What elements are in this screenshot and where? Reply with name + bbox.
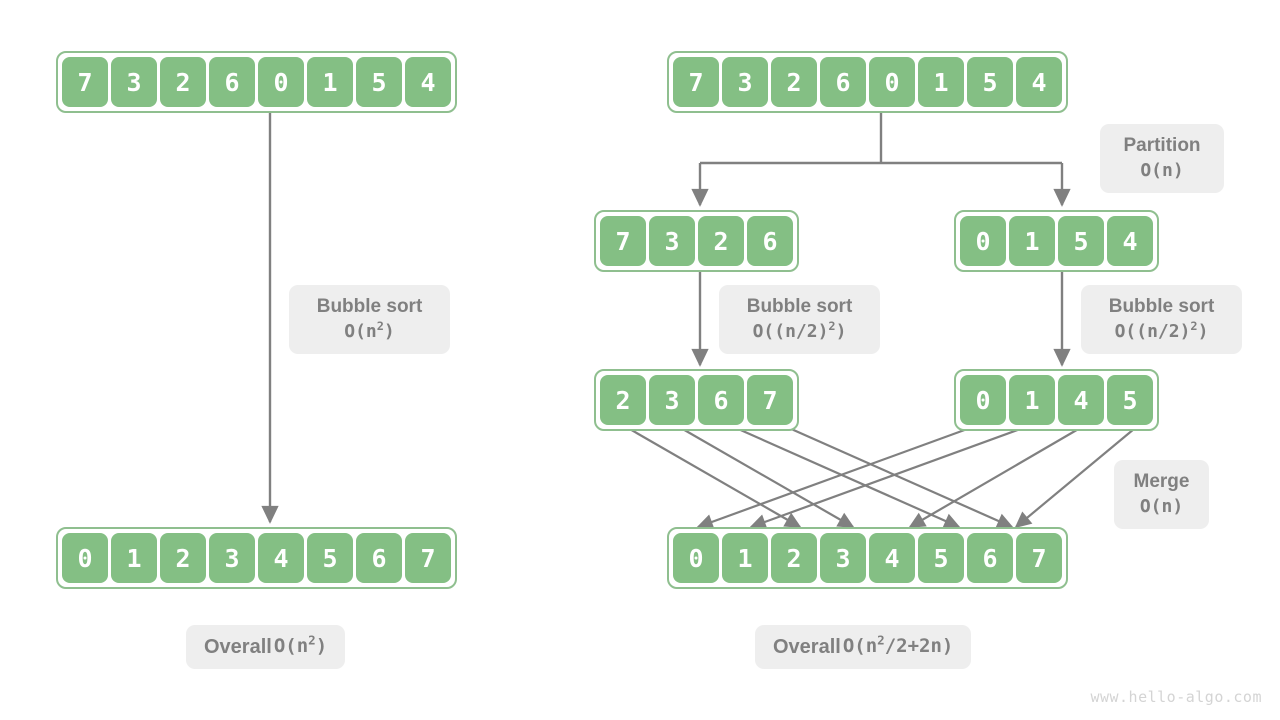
array-cell: 1 [918,57,964,107]
label-prefix: Overall [204,635,272,658]
right-overall-label: Overall O(n2/2+2n) [755,625,972,669]
label-prefix: Overall [773,635,841,658]
array-cell: 1 [1009,216,1055,266]
label-complexity: O(n) [1140,160,1184,182]
array-cell: 6 [356,533,402,583]
array-cell: 4 [258,533,304,583]
array-cell: 5 [918,533,964,583]
label-name: Bubble sort [1108,295,1215,317]
array-cell: 6 [698,375,744,425]
array-cell: 4 [1107,216,1153,266]
label-name: Merge [1133,470,1190,492]
array-cell: 2 [600,375,646,425]
partition-tree-connector [691,110,1071,207]
left-output-array: 0 1 2 3 4 5 6 7 [56,527,457,589]
array-cell: 7 [747,375,793,425]
right-bubble-sort-left-label: Bubble sort O((n/2)2) [719,285,880,354]
array-cell: 2 [771,57,817,107]
label-name: Bubble sort [316,295,423,317]
label-complexity: O(n2/2+2n) [842,632,954,658]
array-cell: 4 [405,57,451,107]
array-cell: 0 [960,375,1006,425]
array-cell: 3 [820,533,866,583]
array-cell: 4 [1016,57,1062,107]
label-complexity: O(n2) [344,319,395,343]
left-input-array: 7 3 2 6 0 1 5 4 [56,51,457,113]
array-cell: 5 [1058,216,1104,266]
array-cell: 7 [600,216,646,266]
array-cell: 7 [405,533,451,583]
array-cell: 7 [1016,533,1062,583]
left-overall-label: Overall O(n2) [186,625,346,669]
array-cell: 0 [673,533,719,583]
array-cell: 0 [62,533,108,583]
array-cell: 0 [960,216,1006,266]
array-cell: 7 [62,57,108,107]
array-cell: 5 [307,533,353,583]
array-cell: 2 [771,533,817,583]
array-cell: 5 [356,57,402,107]
array-cell: 6 [820,57,866,107]
array-cell: 1 [722,533,768,583]
array-cell: 3 [649,375,695,425]
array-cell: 4 [869,533,915,583]
label-complexity: O((n/2)2) [752,319,847,343]
array-cell: 3 [209,533,255,583]
right-input-array: 7 3 2 6 0 1 5 4 [667,51,1068,113]
right-sub-left-sorted-array: 2 3 6 7 [594,369,799,431]
array-cell: 2 [698,216,744,266]
merge-label: Merge O(n) [1114,460,1209,529]
array-cell: 0 [869,57,915,107]
array-cell: 7 [673,57,719,107]
label-complexity: O(n) [1139,496,1184,518]
array-cell: 3 [111,57,157,107]
array-cell: 6 [967,533,1013,583]
right-sub-left-unsorted-array: 7 3 2 6 [594,210,799,272]
array-cell: 1 [1009,375,1055,425]
label-name: Bubble sort [746,295,853,317]
right-bubble-sort-right-label: Bubble sort O((n/2)2) [1081,285,1242,354]
right-sub-right-unsorted-array: 0 1 5 4 [954,210,1159,272]
partition-label: Partition O(n) [1100,124,1224,193]
label-complexity: O(n2) [273,632,328,658]
array-cell: 3 [649,216,695,266]
array-cell: 3 [722,57,768,107]
array-cell: 2 [160,533,206,583]
right-output-array: 0 1 2 3 4 5 6 7 [667,527,1068,589]
merge-arrows [620,422,1141,530]
array-cell: 5 [967,57,1013,107]
watermark: www.hello-algo.com [1090,688,1262,706]
array-cell: 0 [258,57,304,107]
array-cell: 4 [1058,375,1104,425]
array-cell: 2 [160,57,206,107]
right-sub-right-sorted-array: 0 1 4 5 [954,369,1159,431]
array-cell: 6 [747,216,793,266]
label-complexity: O((n/2)2) [1114,319,1209,343]
array-cell: 1 [307,57,353,107]
array-cell: 5 [1107,375,1153,425]
label-name: Partition [1123,134,1201,156]
left-bubble-sort-label: Bubble sort O(n2) [289,285,450,354]
array-cell: 1 [111,533,157,583]
array-cell: 6 [209,57,255,107]
